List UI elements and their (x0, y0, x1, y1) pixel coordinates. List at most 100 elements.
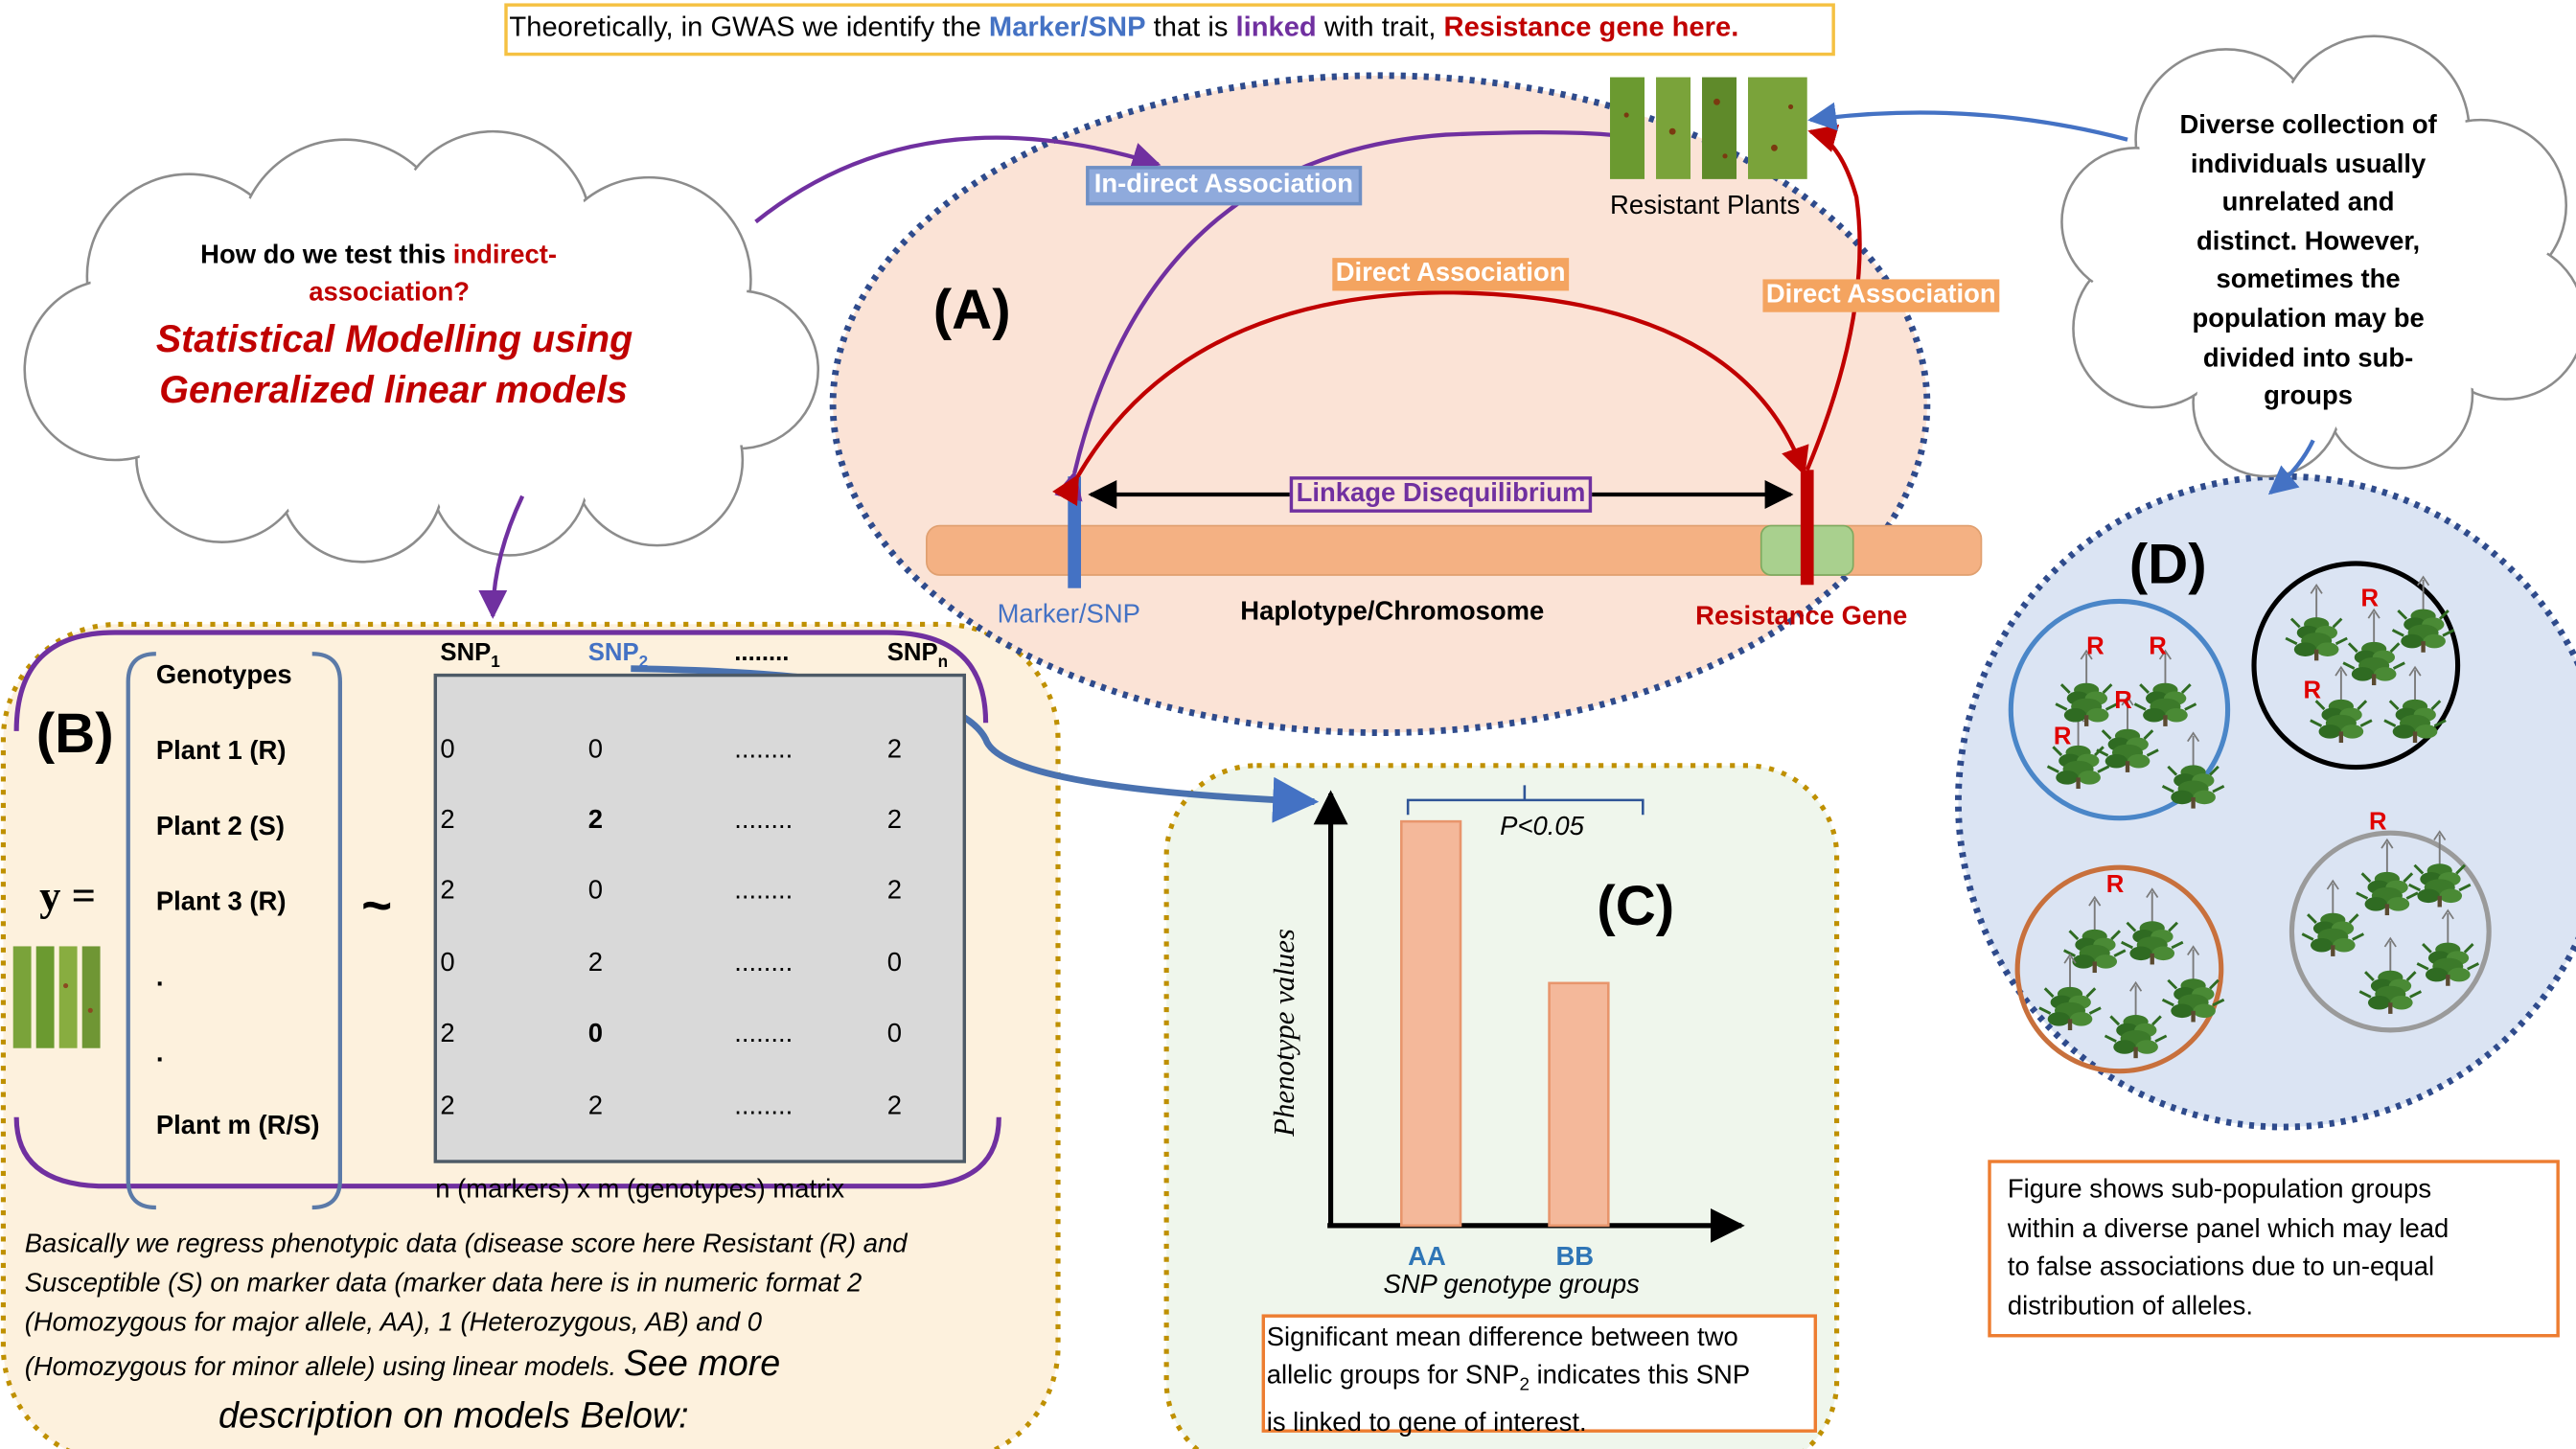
desc-line: (Homozygous for major allele, AA), 1 (He… (24, 1309, 763, 1338)
r-label: R (2369, 808, 2387, 837)
matrix-cell: ........ (734, 1092, 794, 1121)
bracket-top (13, 630, 989, 731)
panel-c-caption-box (1261, 1314, 1818, 1433)
panel-d-label: (D) (2128, 534, 2207, 597)
desc-line4-big: See more (623, 1342, 781, 1384)
caption-line2b: indicates this SNP (1529, 1362, 1751, 1391)
caption-line: is linked to gene of interest. (1266, 1410, 1587, 1438)
bar-aa (1400, 819, 1462, 1228)
cloud-right-line: individuals usually (2190, 150, 2426, 179)
header-linked: linked (1235, 12, 1317, 43)
plant-row: Plant 3 (R) (155, 888, 287, 917)
caption-line: distribution of alleles. (2007, 1292, 2254, 1321)
caption-line: within a diverse panel which may lead (2007, 1214, 2450, 1243)
indirect-association-label: In-direct Association (1086, 166, 1362, 206)
caption-line: Figure shows sub-population groups (2007, 1176, 2432, 1205)
cloud-right-text: Diverse collection of individuals usuall… (2169, 106, 2448, 417)
caption-line: Significant mean difference between two (1266, 1323, 1738, 1352)
snp-header: SNP1 (440, 639, 499, 672)
r-label: R (2303, 677, 2322, 705)
matrix-cell: 2 (587, 1092, 603, 1121)
paren-right (311, 652, 343, 1210)
subgroup-orange (2014, 864, 2224, 1074)
panel-d-caption: Figure shows sub-population groups withi… (2008, 1171, 2449, 1325)
desc-line: Basically we regress phenotypic data (di… (24, 1230, 908, 1259)
header-p2: that is (1145, 12, 1236, 43)
indirect-association-arc (1054, 129, 1644, 502)
haplotype-label: Haplotype/Chromosome (1240, 598, 1545, 627)
matrix-cell: ........ (734, 1020, 794, 1048)
caption-line: allelic groups for SNP2 indicates this S… (1267, 1357, 1750, 1405)
snp-header: SNPn (887, 639, 948, 672)
matrix-cell: 2 (440, 1092, 455, 1121)
plant-row: . (155, 964, 164, 993)
cloud-left-line1: How do we test this indirect- (200, 242, 557, 271)
snp-header-sub: 1 (491, 654, 500, 673)
chart-y-label: Phenotype values (1267, 929, 1300, 1137)
r-label: R (2114, 686, 2132, 715)
tilde: ~ (361, 875, 393, 935)
genotypes-header: Genotypes (155, 661, 292, 691)
direct-association-label-left: Direct Association (1332, 258, 1569, 291)
category-label: AA (1408, 1243, 1446, 1272)
cloud-left-line4: Generalized linear models (159, 368, 628, 411)
matrix-cell: 2 (440, 806, 455, 835)
cloud-left-line2: association? (309, 279, 470, 308)
category-label: BB (1555, 1243, 1595, 1272)
matrix-cell: 2 (886, 806, 902, 835)
desc-line5: description on models Below: (218, 1394, 689, 1437)
header-gene: Resistance gene here. (1443, 12, 1739, 43)
subgroup-grey (2288, 830, 2492, 1033)
matrix-cell: 0 (587, 877, 603, 906)
cloud-right-line: divided into sub- (2202, 344, 2414, 373)
direct-association-label-right: Direct Association (1762, 279, 2000, 312)
resistance-gene-label: Resistance Gene (1695, 603, 1908, 632)
snp-header: SNP2 (588, 639, 648, 672)
matrix-cell: ........ (734, 877, 794, 906)
chart-x-label: SNP genotype groups (1383, 1271, 1640, 1300)
resistant-plants-label: Resistant Plants (1610, 192, 1801, 220)
snp-header-base: SNP (886, 638, 938, 668)
pvalue-bracket (1406, 785, 1644, 816)
snp-header: ........ (734, 639, 789, 667)
paren-left (126, 652, 156, 1210)
chromosome-bar (926, 524, 1983, 576)
cloud-right-line: unrelated and (2221, 189, 2395, 218)
matrix-cell: 2 (440, 1020, 455, 1048)
cloud-left-line1a: How do we test this (200, 242, 453, 270)
header-p3: with trait, (1316, 12, 1444, 43)
plant-row: Plant 2 (S) (155, 813, 285, 841)
cloud-right-line: sometimes the (2216, 266, 2401, 295)
header-text: Theoretically, in GWAS we identify the M… (509, 12, 1738, 44)
marker-snp-label: Marker/SNP (997, 601, 1140, 630)
subgroup-blue (2008, 598, 2231, 821)
marker-snp-bar (1068, 476, 1082, 588)
matrix-cell: ........ (734, 949, 794, 978)
direct-association-arc (1052, 290, 1809, 507)
matrix-cell: 0 (886, 1020, 902, 1048)
matrix-cell: 0 (440, 949, 455, 978)
subgroup-black (2251, 561, 2461, 770)
desc-line: Susceptible (S) on marker data (marker d… (24, 1270, 862, 1299)
snp-header-sub: n (937, 654, 949, 673)
cloud-left-line1b: indirect- (452, 242, 558, 270)
plant-row: Plant m (R/S) (155, 1112, 320, 1140)
r-label: R (2149, 632, 2167, 661)
cloud-to-b-arrow (478, 494, 525, 619)
snp-matrix (433, 673, 967, 1163)
ld-label: Linkage Disequilibrium (1289, 476, 1593, 513)
header-marker: Marker/SNP (988, 12, 1146, 43)
matrix-cell: 2 (886, 736, 902, 765)
cloud-right-line: distinct. However, (2196, 227, 2421, 257)
bracket-bottom (13, 1116, 1001, 1189)
panel-a-label: (A) (932, 279, 1011, 342)
matrix-cell: 2 (440, 877, 455, 906)
r-label: R (2053, 723, 2072, 751)
cloud-to-d-arrow (2267, 439, 2315, 495)
r-label: R (2360, 585, 2380, 613)
plant-row: Plant 1 (R) (155, 737, 287, 766)
cloud-right-line: population may be (2192, 305, 2425, 334)
resistance-gene-bar (1800, 470, 1814, 586)
cloud-right-line: Diverse collection of (2179, 111, 2437, 140)
matrix-cell: 0 (587, 1020, 603, 1048)
